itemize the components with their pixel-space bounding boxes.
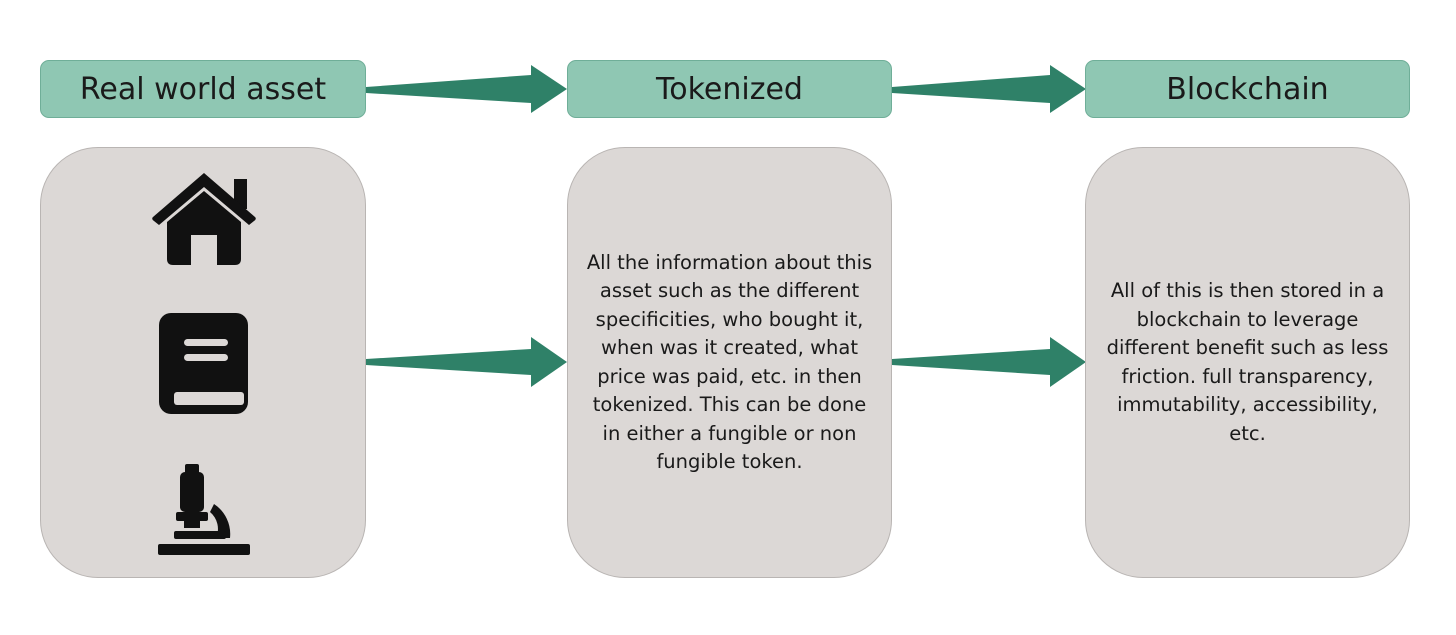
step-header-blockchain: Blockchain bbox=[1085, 60, 1410, 118]
microscope-icon bbox=[158, 464, 250, 555]
step-header-tokenized: Tokenized bbox=[567, 60, 892, 118]
real-world-asset-card bbox=[40, 147, 366, 578]
blockchain-description: All of this is then stored in a blockcha… bbox=[1106, 279, 1389, 445]
arrow-card-2 bbox=[892, 337, 1086, 387]
arrow-header-2 bbox=[892, 65, 1086, 113]
step-header-real-world-asset: Real world asset bbox=[40, 60, 366, 118]
arrow-card-1 bbox=[366, 337, 567, 387]
blockchain-card: All of this is then stored in a blockcha… bbox=[1085, 147, 1410, 578]
tokenized-description: All the information about this asset suc… bbox=[586, 250, 873, 474]
book-icon bbox=[159, 313, 248, 414]
tokenized-card: All the information about this asset suc… bbox=[567, 147, 892, 578]
arrow-header-1 bbox=[366, 65, 567, 113]
house-icon bbox=[152, 173, 256, 265]
step-title: Blockchain bbox=[1166, 71, 1329, 107]
step-title: Real world asset bbox=[79, 71, 327, 107]
step-title: Tokenized bbox=[656, 71, 803, 107]
